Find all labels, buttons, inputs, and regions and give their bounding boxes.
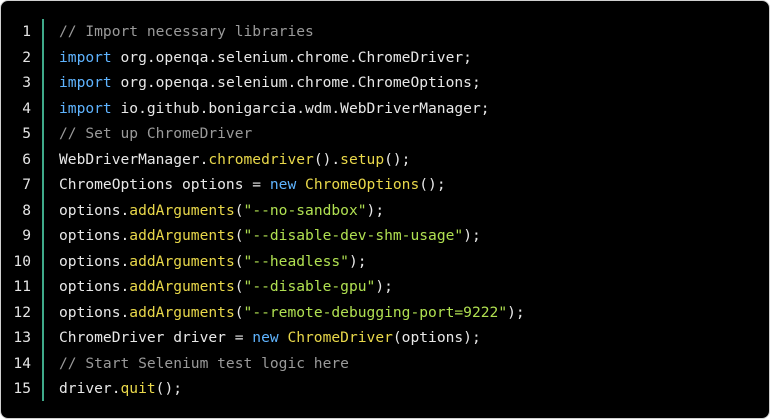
code-token-plain: (); xyxy=(155,380,183,397)
code-token-plain: (); xyxy=(384,150,411,168)
code-token-plain: ChromeDriver driver = xyxy=(59,329,253,346)
line-number: 9 xyxy=(22,227,31,244)
code-token-plain: ( xyxy=(234,227,244,244)
line-content: options.addArguments("--remote-debugging… xyxy=(59,300,525,326)
code-token-string: "--headless" xyxy=(243,252,349,270)
code-line: 6 WebDriverManager.chromedriver().setup()… xyxy=(1,147,525,173)
code-line: 10 options.addArguments("--headless"); xyxy=(1,249,525,275)
code-line: 3 import org.openqa.selenium.chrome.Chrom… xyxy=(1,70,525,96)
code-token-comment: // Import necessary libraries xyxy=(59,23,314,40)
code-token-keyword: import xyxy=(59,99,112,117)
code-token-method: addArguments xyxy=(129,227,235,244)
code-token-method: addArguments xyxy=(129,201,235,219)
code-token-method: quit xyxy=(120,380,156,397)
code-line: 13 ChromeDriver driver = new ChromeDriver… xyxy=(1,325,525,351)
code-line: 11 options.addArguments("--disable-gpu"); xyxy=(1,274,525,300)
code-token-plain: (); xyxy=(419,176,446,193)
code-token-plain: ); xyxy=(463,227,481,244)
code-token-string: "--no-sandbox" xyxy=(243,201,367,219)
code-token-string: "--remote-debugging-port=9222" xyxy=(243,303,508,321)
code-token-plain: (). xyxy=(313,150,341,168)
code-token-plain: options. xyxy=(59,303,130,321)
code-token-plain: (options); xyxy=(392,329,481,346)
code-line: 15 driver.quit(); xyxy=(1,376,525,402)
code-token-plain: ( xyxy=(234,201,244,219)
line-content: options.addArguments("--disable-dev-shm-… xyxy=(59,223,481,249)
line-content: driver.quit(); xyxy=(59,376,182,402)
code-token-comment: // Start Selenium test logic here xyxy=(59,354,349,372)
code-token-plain: ( xyxy=(234,303,244,321)
code-token-string: "--disable-dev-shm-usage" xyxy=(243,227,464,244)
code-token-plain: ); xyxy=(507,303,525,321)
line-content: import org.openqa.selenium.chrome.Chrome… xyxy=(59,70,481,96)
code-line: 12 options.addArguments("--remote-debuggi… xyxy=(1,300,525,326)
code-token-plain: org.openqa.selenium.chrome.ChromeDriver; xyxy=(111,48,472,66)
code-token-plain: options. xyxy=(59,227,130,244)
line-content: ChromeOptions options = new ChromeOption… xyxy=(59,172,446,198)
code-token-method: chromedriver xyxy=(208,150,314,168)
code-line: 8 options.addArguments("--no-sandbox"); xyxy=(1,198,525,224)
gutter-accent-bar xyxy=(42,19,44,401)
line-content: WebDriverManager.chromedriver().setup(); xyxy=(59,147,410,173)
code-token-plain xyxy=(296,176,305,193)
code-token-method: addArguments xyxy=(129,278,235,295)
code-token-method: addArguments xyxy=(129,303,235,321)
code-token-method: ChromeOptions xyxy=(305,176,420,193)
line-number: 1 xyxy=(22,23,31,40)
line-content: options.addArguments("--disable-gpu"); xyxy=(59,274,393,300)
line-number: 13 xyxy=(13,329,31,346)
code-line: 1 // Import necessary libraries xyxy=(1,19,525,45)
code-line: 7 ChromeOptions options = new ChromeOptio… xyxy=(1,172,525,198)
line-content: import org.openqa.selenium.chrome.Chrome… xyxy=(59,45,472,71)
code-token-plain: ( xyxy=(234,252,244,270)
code-line: 5 // Set up ChromeDriver xyxy=(1,121,525,147)
code-token-plain: io.github.bonigarcia.wdm.WebDriverManage… xyxy=(111,99,490,117)
code-line: 9 options.addArguments("--disable-dev-shm… xyxy=(1,223,525,249)
code-token-plain: WebDriverManager. xyxy=(59,150,209,168)
line-content: // Import necessary libraries xyxy=(59,19,314,45)
line-number: 8 xyxy=(22,201,31,219)
line-content: // Start Selenium test logic here xyxy=(59,351,349,377)
line-content: import io.github.bonigarcia.wdm.WebDrive… xyxy=(59,96,490,122)
line-content: // Set up ChromeDriver xyxy=(59,121,252,147)
code-token-keyword: new xyxy=(252,329,279,346)
code-token-plain: options. xyxy=(59,278,130,295)
code-token-plain: driver. xyxy=(59,380,121,397)
code-lines: 1 // Import necessary libraries 2 import or… xyxy=(1,19,525,402)
line-number: 5 xyxy=(22,125,31,142)
line-number: 14 xyxy=(13,354,31,372)
line-content: options.addArguments("--no-sandbox"); xyxy=(59,198,384,224)
code-line: 4 import io.github.bonigarcia.wdm.WebDriv… xyxy=(1,96,525,122)
code-token-string: "--disable-gpu" xyxy=(243,278,376,295)
code-token-plain: org.openqa.selenium.chrome.ChromeOptions… xyxy=(111,74,481,91)
line-number: 11 xyxy=(13,278,31,295)
code-token-keyword: import xyxy=(59,74,112,91)
line-number: 6 xyxy=(22,150,31,168)
code-token-plain: ( xyxy=(234,278,244,295)
line-number: 7 xyxy=(22,176,31,193)
code-token-plain: ); xyxy=(348,252,367,270)
code-line: 2 import org.openqa.selenium.chrome.Chrom… xyxy=(1,45,525,71)
line-content: options.addArguments("--headless"); xyxy=(59,249,367,275)
code-token-keyword: new xyxy=(269,176,297,193)
code-token-plain: ); xyxy=(366,201,385,219)
code-token-method: setup xyxy=(340,150,385,168)
code-token-plain: options. xyxy=(59,252,130,270)
line-number: 10 xyxy=(13,252,31,270)
line-number: 2 xyxy=(22,48,31,66)
code-token-plain: options. xyxy=(59,201,130,219)
code-token-keyword: import xyxy=(59,48,112,66)
line-number: 3 xyxy=(22,74,31,91)
code-line: 14 // Start Selenium test logic here xyxy=(1,351,525,377)
code-token-method: ChromeDriver xyxy=(287,329,393,346)
line-content: ChromeDriver driver = new ChromeDriver(o… xyxy=(59,325,481,351)
line-number: 12 xyxy=(13,303,31,321)
code-token-plain: ChromeOptions options = xyxy=(59,176,270,193)
code-token-comment: // Set up ChromeDriver xyxy=(59,125,253,142)
code-token-method: addArguments xyxy=(129,252,235,270)
line-number: 15 xyxy=(13,380,31,397)
line-number: 4 xyxy=(22,99,31,117)
code-token-plain: ); xyxy=(375,278,393,295)
